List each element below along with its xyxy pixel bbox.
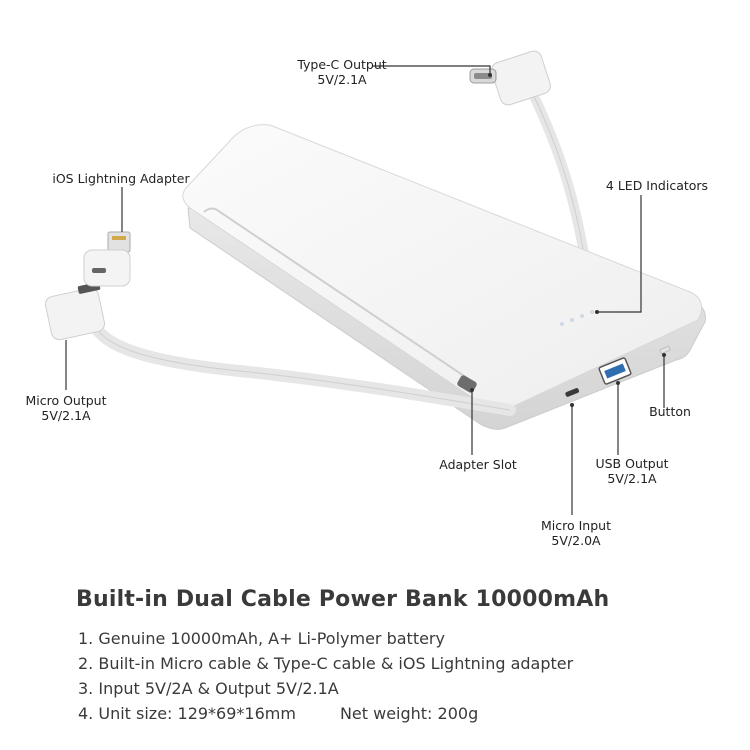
callout-usb-output: USB Output 5V/2.1A: [582, 456, 682, 486]
lightning-adapter: [83, 231, 131, 287]
product-title: Built-in Dual Cable Power Bank 10000mAh: [76, 587, 610, 612]
type-c-plug: [469, 50, 551, 106]
spec-item: 2. Built-in Micro cable & Type-C cable &…: [78, 651, 573, 676]
leader-led: [597, 195, 642, 313]
callout-type-c-name: Type-C Output: [297, 57, 387, 72]
spec-item: 3. Input 5V/2A & Output 5V/2.1A: [78, 676, 573, 701]
callout-micro-input-name: Micro Input: [541, 518, 611, 533]
power-bank-diagram: [45, 50, 706, 515]
callout-usb-output-spec: 5V/2.1A: [607, 471, 657, 486]
callout-adapter-slot-name: Adapter Slot: [439, 457, 517, 472]
callout-lightning-name: iOS Lightning Adapter: [52, 171, 190, 186]
power-button: [659, 346, 671, 354]
callout-adapter-slot: Adapter Slot: [430, 457, 526, 472]
callout-micro-output-name: Micro Output: [25, 393, 107, 408]
callout-type-c-spec: 5V/2.1A: [317, 72, 367, 87]
spec-text: 2. Built-in Micro cable & Type-C cable &…: [78, 654, 574, 673]
spec-net-weight: Net weight: 200g: [339, 704, 479, 723]
spec-item: 4. Unit size: 129*69*16mm Net weight: 200…: [78, 701, 573, 726]
callout-button-name: Button: [649, 404, 691, 419]
spec-text: 1. Genuine 10000mAh, A+ Li-Polymer batte…: [78, 629, 445, 648]
spec-text: 3. Input 5V/2A & Output 5V/2.1A: [78, 679, 339, 698]
callout-micro-input-spec: 5V/2.0A: [551, 533, 601, 548]
leader-type-c: [372, 65, 491, 75]
spec-list: 1. Genuine 10000mAh, A+ Li-Polymer batte…: [78, 626, 573, 726]
micro-input-port: [565, 388, 580, 397]
callout-led-indicators: 4 LED Indicators: [592, 178, 722, 193]
micro-usb-plug: [45, 282, 105, 341]
callout-type-c-output: Type-C Output 5V/2.1A: [282, 57, 402, 87]
spec-item: 1. Genuine 10000mAh, A+ Li-Polymer batte…: [78, 626, 573, 651]
callout-micro-output: Micro Output 5V/2.1A: [16, 393, 116, 423]
spec-text: 4. Unit size: 129*69*16mm: [78, 704, 296, 723]
callout-led-name: 4 LED Indicators: [605, 178, 709, 193]
callout-button: Button: [640, 404, 700, 419]
callout-micro-output-spec: 5V/2.1A: [41, 408, 91, 423]
led-indicators: [560, 310, 594, 326]
callout-micro-input: Micro Input 5V/2.0A: [530, 518, 622, 548]
callout-usb-output-name: USB Output: [595, 456, 669, 471]
callout-lightning-adapter: iOS Lightning Adapter: [40, 171, 202, 186]
